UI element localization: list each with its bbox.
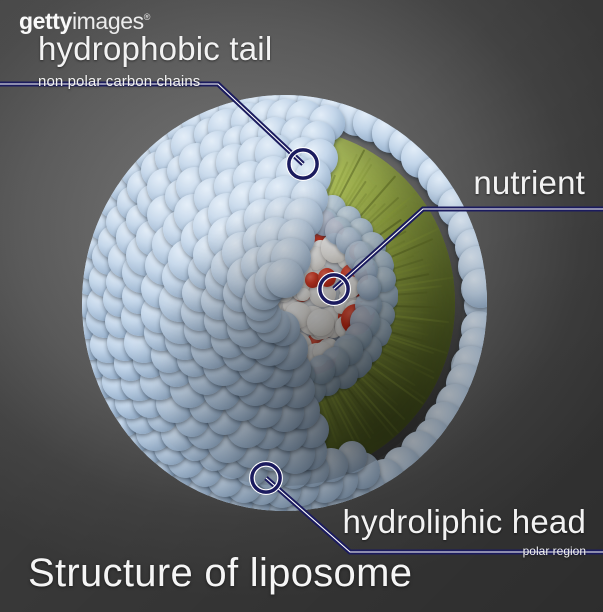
callout-hydroliphic-head-line-inner: [265, 477, 603, 553]
label-hydrophobic-tail-heading: hydrophobic tail: [38, 30, 273, 67]
callout-hydroliphic-head-ring-inner: [253, 465, 279, 491]
page-title: Structure of liposome: [28, 551, 413, 595]
callout-nutrient-ring-highlight: [317, 272, 351, 306]
label-hydroliphic-head: hydroliphic head polar region: [342, 505, 586, 557]
label-hydrophobic-tail: hydrophobic tail non polar carbon chains: [38, 32, 272, 89]
outer-hydrophilic-head-shell: [82, 95, 487, 511]
callout-nutrient-line-outer: [332, 206, 603, 291]
label-nutrient: nutrient: [473, 166, 585, 199]
callout-hydroliphic-head-ring-highlight: [249, 461, 283, 495]
label-hydroliphic-head-subtitle: polar region: [522, 544, 586, 558]
watermark-registered-icon: ®: [143, 12, 151, 23]
label-hydroliphic-head-heading: hydroliphic head: [342, 503, 586, 540]
callout-hydrophobic-tail-ring-outer: [286, 147, 320, 181]
callout-nutrient-ring-outer: [317, 272, 351, 306]
callout-nutrient-line-inner: [333, 208, 603, 290]
label-nutrient-heading: nutrient: [473, 164, 585, 201]
watermark-brand-regular: images: [71, 8, 144, 34]
getty-images-watermark: gettyimages®: [19, 10, 150, 33]
callout-hydrophobic-tail-ring-highlight: [286, 147, 320, 181]
callout-hydrophobic-tail-line-outer: [0, 81, 305, 166]
callout-hydrophobic-tail-ring-inner: [290, 151, 316, 177]
watermark-brand-bold: getty: [19, 8, 72, 34]
label-hydrophobic-tail-subtitle: non polar carbon chains: [38, 73, 201, 90]
callout-nutrient-ring-inner: [321, 276, 347, 302]
callout-hydroliphic-head-ring-outer: [249, 461, 283, 495]
callout-hydrophobic-tail-line-inner: [0, 83, 304, 165]
